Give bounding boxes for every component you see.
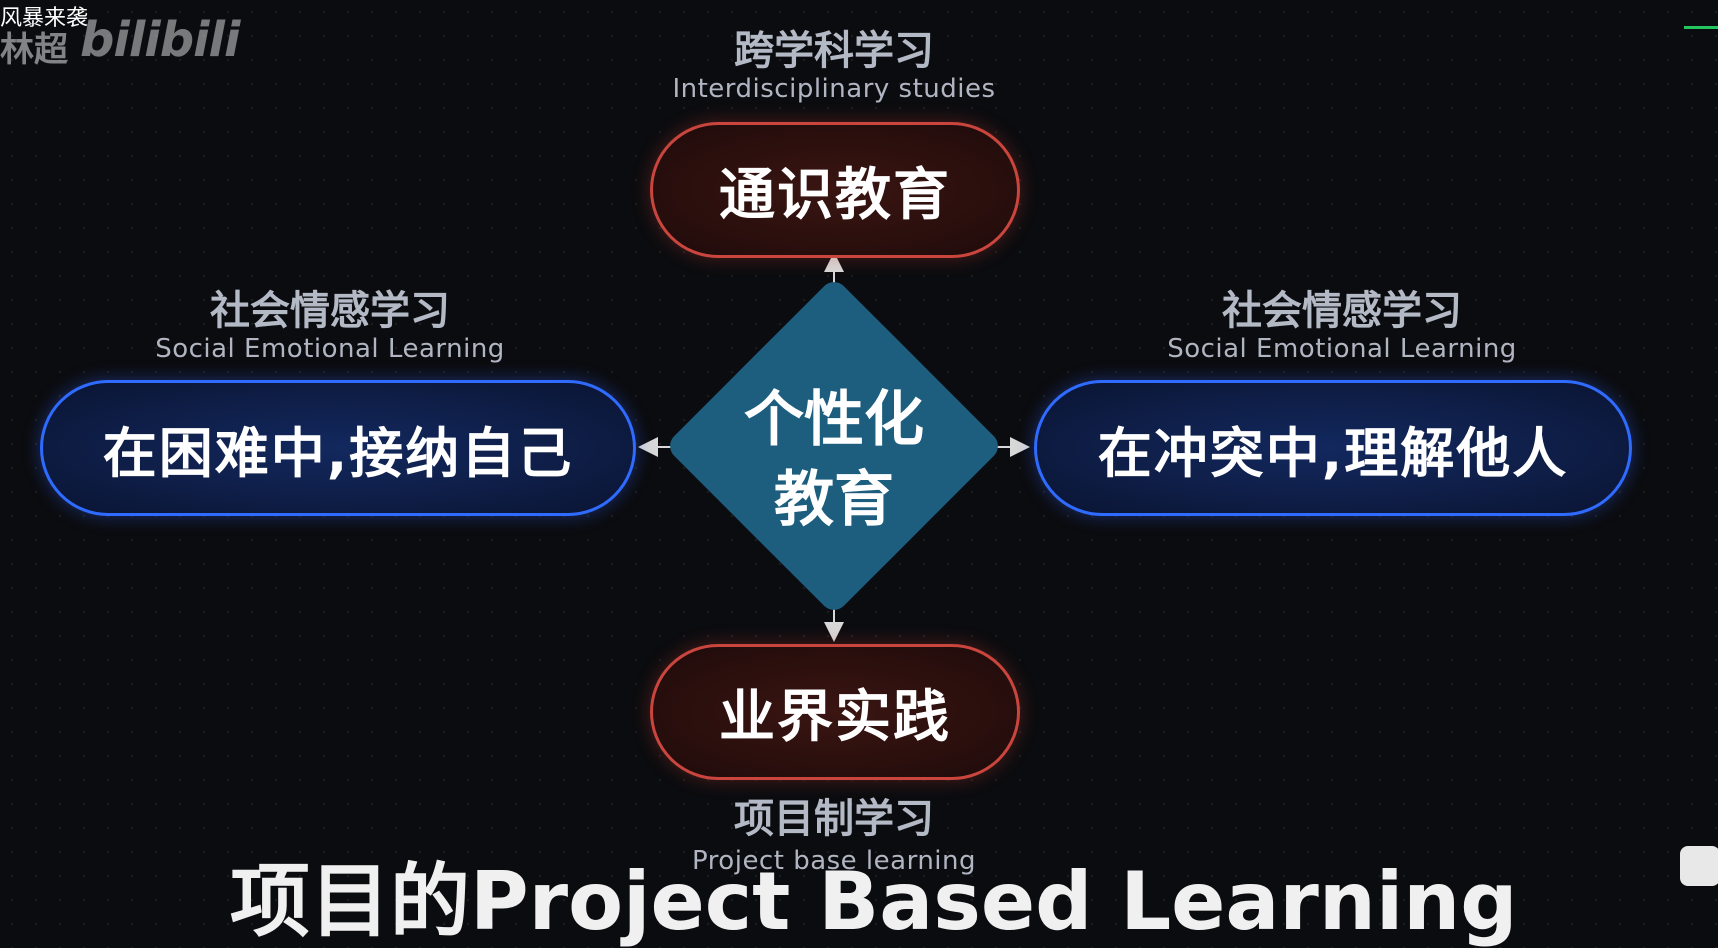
bottom-caption-en: Project base learning: [691, 846, 977, 876]
right-caption-en: Social Emotional Learning: [1167, 334, 1517, 364]
accept-self-box: 在困难中,接纳自己: [40, 380, 636, 516]
center-label-line2: 教育: [774, 465, 894, 535]
general-education-box: 通识教育: [650, 122, 1020, 258]
progress-indicator: [1684, 26, 1718, 29]
top-caption-zh: 跨学科学习: [734, 28, 934, 74]
video-subtitle: 项目的Project Based Learning: [230, 855, 1518, 948]
right-caption-zh: 社会情感学习: [1222, 288, 1462, 334]
left-caption-zh: 社会情感学习: [210, 288, 450, 334]
tv-icon[interactable]: [1680, 846, 1718, 886]
uploader-watermark: 林超: [0, 30, 68, 70]
video-title: 风暴来袭: [0, 6, 89, 31]
top-caption-en: Interdisciplinary studies: [672, 74, 996, 104]
left-caption-en: Social Emotional Learning: [155, 334, 505, 364]
center-label-line1: 个性化: [744, 385, 924, 455]
understand-others-box: 在冲突中,理解他人: [1034, 380, 1632, 516]
bilibili-logo: bilibili: [80, 12, 240, 68]
industry-practice-box: 业界实践: [650, 644, 1020, 780]
center-label: 个性化 教育: [714, 380, 954, 540]
bottom-caption-zh: 项目制学习: [734, 796, 934, 842]
